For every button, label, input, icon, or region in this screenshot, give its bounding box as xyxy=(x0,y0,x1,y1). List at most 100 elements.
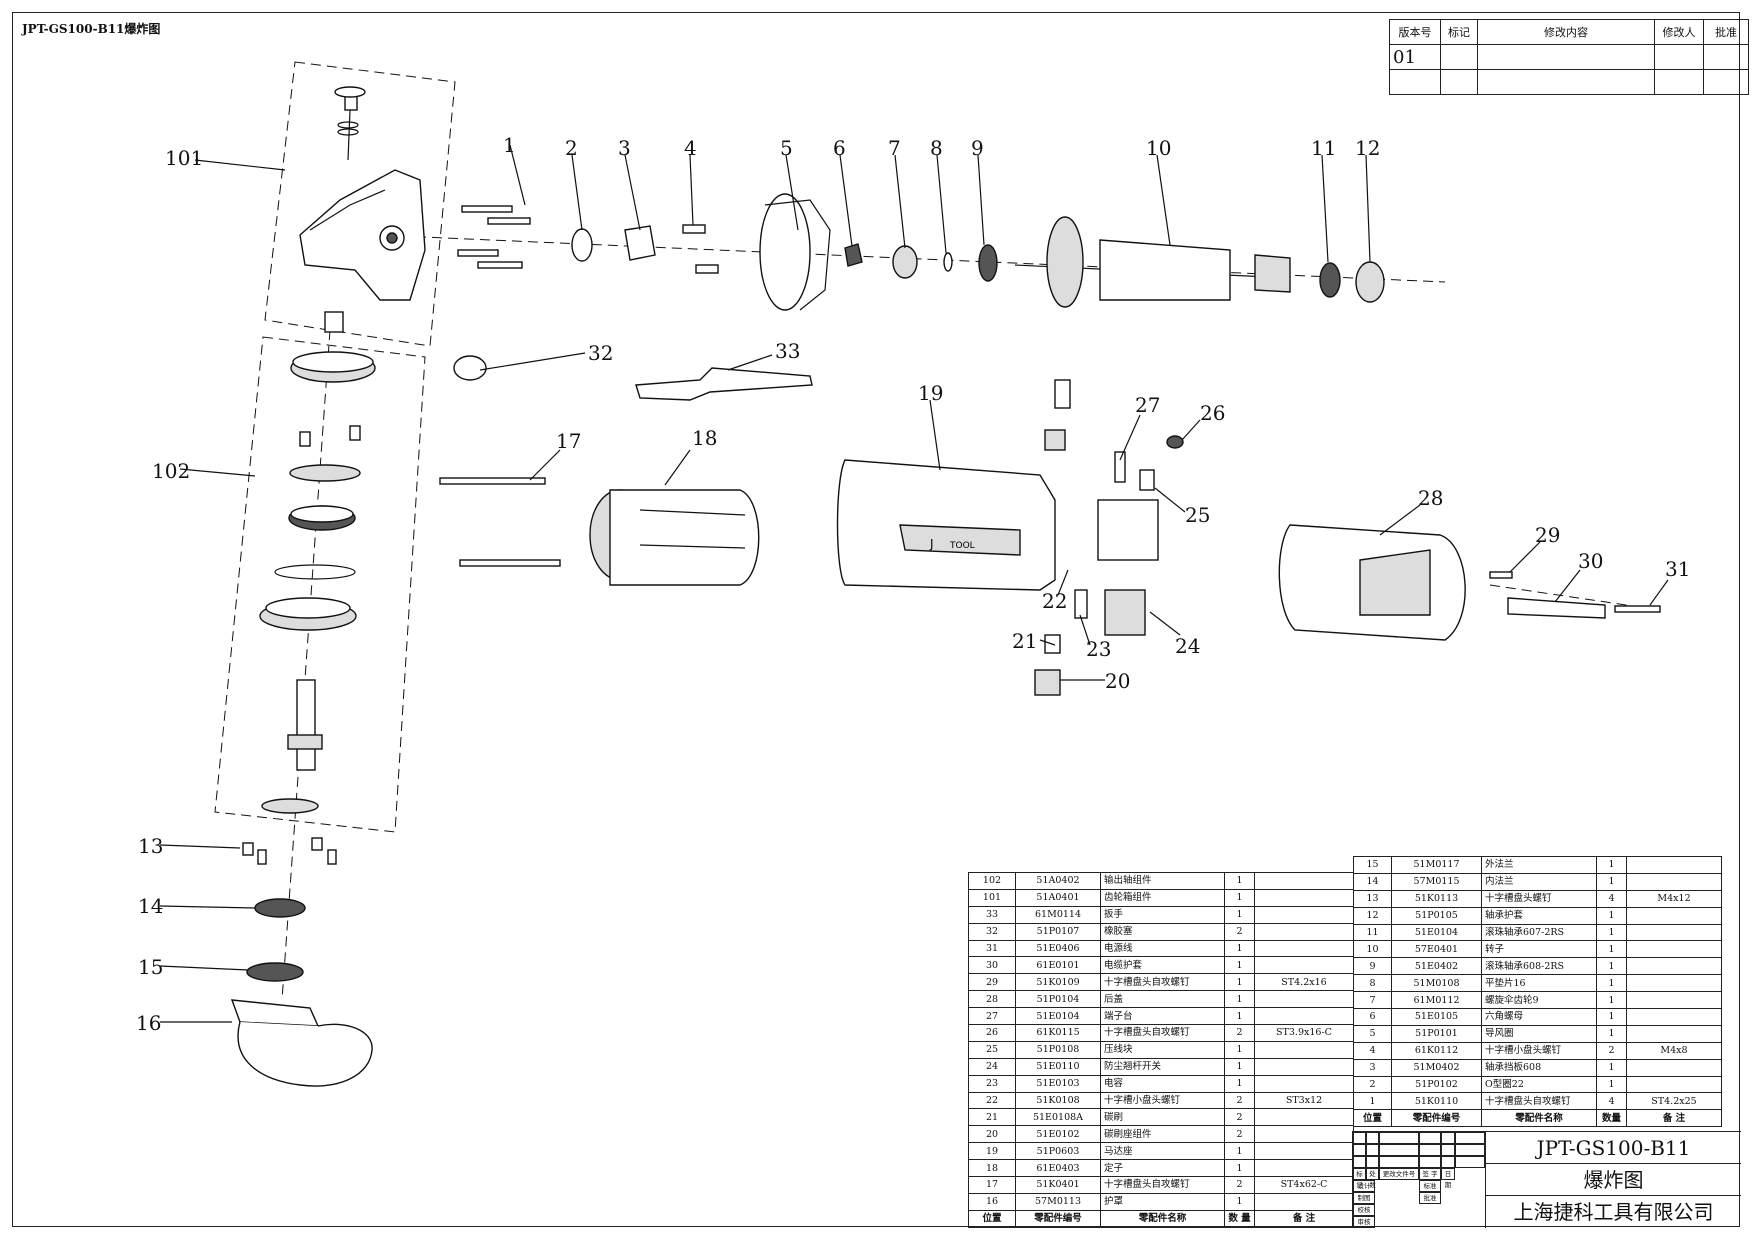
callout-9: 9 xyxy=(971,136,984,160)
revision-row xyxy=(1389,69,1749,95)
callout-16: 16 xyxy=(136,1011,161,1035)
part-rubber-plug xyxy=(453,355,487,381)
title-grid-label: 更改文件号 xyxy=(1379,1168,1419,1180)
callout-32: 32 xyxy=(588,341,613,365)
parts-header-row: 位置零配件编号零配件名称数量备 注 xyxy=(1353,1109,1722,1128)
rev-header-content: 修改内容 xyxy=(1477,19,1655,45)
callout-24: 24 xyxy=(1175,634,1200,658)
part-spindle-assembly xyxy=(259,351,376,814)
title-grid-cell xyxy=(1366,1144,1379,1156)
callout-26: 26 xyxy=(1200,401,1225,425)
revision-header-row: 版本号 标记 修改内容 修改人 批准 xyxy=(1389,19,1749,45)
part-motor-housing: TOOL J xyxy=(836,459,1056,591)
part-cable-sleeve xyxy=(1507,597,1606,619)
part-electrics xyxy=(1034,379,1184,696)
part-screws-1 xyxy=(457,205,531,269)
callout-12: 12 xyxy=(1355,136,1380,160)
callout-7: 7 xyxy=(888,136,901,160)
title-grid-cell xyxy=(1419,1156,1441,1168)
rev-header-approver: 批准 xyxy=(1703,19,1749,45)
callout-17: 17 xyxy=(556,429,581,453)
drawing-title: JPT-GS100-B11爆炸图 xyxy=(22,22,161,36)
part-guard xyxy=(230,999,373,1087)
title-grid-cell xyxy=(1353,1132,1366,1144)
part-bevel-gear xyxy=(892,245,918,279)
part-rear-cover xyxy=(1278,524,1466,641)
callout-11: 11 xyxy=(1311,136,1336,160)
callout-13: 13 xyxy=(138,834,163,858)
title-grid-cell xyxy=(1441,1132,1455,1144)
title-grid-cell xyxy=(1455,1156,1485,1168)
title-grid-cell xyxy=(1419,1144,1441,1156)
revision-row: 01 xyxy=(1389,44,1749,70)
title-grid-cell xyxy=(1353,1144,1366,1156)
rear-axis-line xyxy=(1489,584,1661,611)
title-grid-label: 审核 xyxy=(1353,1216,1375,1228)
part-power-cord xyxy=(1614,605,1661,613)
part-screws-13 xyxy=(242,837,337,865)
assembly-box-102 xyxy=(214,336,426,833)
title-grid-cell xyxy=(1379,1144,1419,1156)
part-washer xyxy=(943,252,953,272)
part-outer-flange xyxy=(246,962,304,982)
title-grid-cell xyxy=(1366,1132,1379,1144)
title-grid-label: 制图 xyxy=(1353,1192,1375,1204)
callout-25: 25 xyxy=(1185,503,1210,527)
part-screws-4 xyxy=(682,224,719,274)
callout-5: 5 xyxy=(780,136,793,160)
brand-logo-j: J xyxy=(929,537,934,551)
drawing-name: 爆炸图 xyxy=(1485,1164,1741,1196)
company-name: 上海捷科工具有限公司 xyxy=(1485,1196,1741,1228)
callout-19: 19 xyxy=(918,381,943,405)
callout-30: 30 xyxy=(1578,549,1603,573)
title-grid-cell xyxy=(1441,1144,1455,1156)
callout-2: 2 xyxy=(565,136,578,160)
part-fan-baffle xyxy=(759,193,831,311)
title-grid-label: 签 字 xyxy=(1419,1168,1441,1180)
part-inner-flange xyxy=(254,898,306,918)
title-grid-cell xyxy=(1419,1132,1441,1144)
part-bearing-sleeve xyxy=(1355,261,1385,303)
callout-29: 29 xyxy=(1535,523,1560,547)
title-grid-label: 标准 xyxy=(1419,1180,1441,1192)
callout-20: 20 xyxy=(1105,669,1130,693)
title-grid-cell xyxy=(1353,1156,1366,1168)
title-block: 标记处数更改文件号签 字日期设计标准制图批准校核审核 JPT-GS100-B11… xyxy=(1352,1131,1741,1228)
title-grid-label: 批准 xyxy=(1419,1192,1441,1204)
part-spanner xyxy=(635,367,813,401)
callout-27: 27 xyxy=(1135,393,1160,417)
brand-logo-tool: TOOL xyxy=(949,541,975,551)
title-grid-label: 处数 xyxy=(1366,1168,1379,1189)
title-grid-cell xyxy=(1455,1144,1485,1156)
rev-header-mark: 标记 xyxy=(1440,19,1478,45)
title-grid-label: 日期 xyxy=(1441,1168,1455,1189)
callout-28: 28 xyxy=(1418,486,1443,510)
part-o-ring xyxy=(571,228,593,262)
parts-header-row: 位置零配件编号零配件名称数 量备 注 xyxy=(968,1209,1354,1228)
callout-22: 22 xyxy=(1042,589,1067,613)
callout-10: 10 xyxy=(1146,136,1171,160)
title-grid-label: 设计 xyxy=(1353,1180,1375,1192)
title-grid-cell xyxy=(1379,1132,1419,1144)
part-gearbox xyxy=(299,86,426,333)
